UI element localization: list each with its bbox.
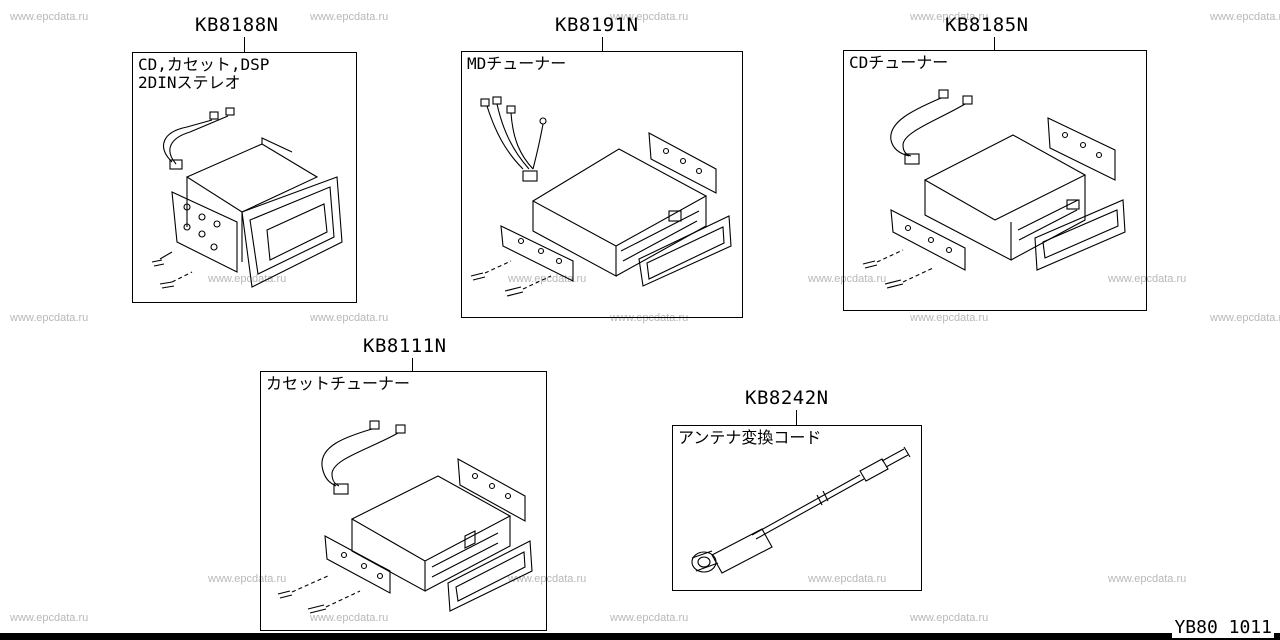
watermark-text: www.epcdata.ru <box>10 312 89 324</box>
leader-line <box>994 37 995 50</box>
watermark-text: www.epcdata.ru <box>910 612 989 624</box>
watermark-text: www.epcdata.ru <box>10 612 89 624</box>
part-description: アンテナ変換コード <box>678 428 822 447</box>
watermark-text: www.epcdata.ru <box>1108 573 1187 585</box>
part-panel: CDチューナー <box>843 50 1147 311</box>
cd-tuner-illustration <box>862 89 1126 289</box>
cassette-tuner-illustration <box>277 420 533 614</box>
part-code[interactable]: KB8185N <box>945 14 1029 36</box>
watermark-text: www.epcdata.ru <box>610 11 689 23</box>
watermark-text: www.epcdata.ru <box>208 273 287 285</box>
page-id: YB80 1011 <box>1172 617 1274 638</box>
part-code[interactable]: KB8191N <box>555 14 639 36</box>
watermark-text: www.epcdata.ru <box>10 11 89 23</box>
watermark-text: www.epcdata.ru <box>808 273 887 285</box>
leader-line <box>602 37 603 51</box>
watermark-text: www.epcdata.ru <box>610 312 689 324</box>
page-border-bottom <box>0 633 1280 640</box>
double-din-stereo-illustration <box>151 107 343 289</box>
watermark-text: www.epcdata.ru <box>1108 273 1187 285</box>
watermark-text: www.epcdata.ru <box>508 273 587 285</box>
leader-line <box>796 410 797 425</box>
part-panel: CD,カセット,DSP 2DINステレオ <box>132 52 357 303</box>
part-description: MDチューナー <box>467 54 567 73</box>
part-panel: MDチューナー <box>461 51 743 318</box>
watermark-text: www.epcdata.ru <box>310 312 389 324</box>
leader-line <box>412 358 413 371</box>
part-description: CD,カセット,DSP 2DINステレオ <box>138 55 270 92</box>
watermark-text: www.epcdata.ru <box>208 573 287 585</box>
part-code[interactable]: KB8111N <box>363 335 447 357</box>
md-tuner-illustration <box>470 96 732 297</box>
watermark-text: www.epcdata.ru <box>1210 11 1280 23</box>
watermark-text: www.epcdata.ru <box>910 312 989 324</box>
watermark-text: www.epcdata.ru <box>610 612 689 624</box>
part-description: CDチューナー <box>849 53 949 72</box>
part-code[interactable]: KB8188N <box>195 14 279 36</box>
watermark-text: www.epcdata.ru <box>310 11 389 23</box>
watermark-text: www.epcdata.ru <box>910 11 989 23</box>
watermark-text: www.epcdata.ru <box>1210 312 1280 324</box>
part-panel: アンテナ変換コード <box>672 425 922 591</box>
part-panel: カセットチューナー <box>260 371 547 631</box>
watermark-text: www.epcdata.ru <box>508 573 587 585</box>
leader-line <box>244 37 245 52</box>
part-description: カセットチューナー <box>266 374 411 393</box>
antenna-adapter-cord-illustration <box>691 446 911 574</box>
watermark-text: www.epcdata.ru <box>808 573 887 585</box>
watermark-text: www.epcdata.ru <box>310 612 389 624</box>
part-code[interactable]: KB8242N <box>745 387 829 409</box>
